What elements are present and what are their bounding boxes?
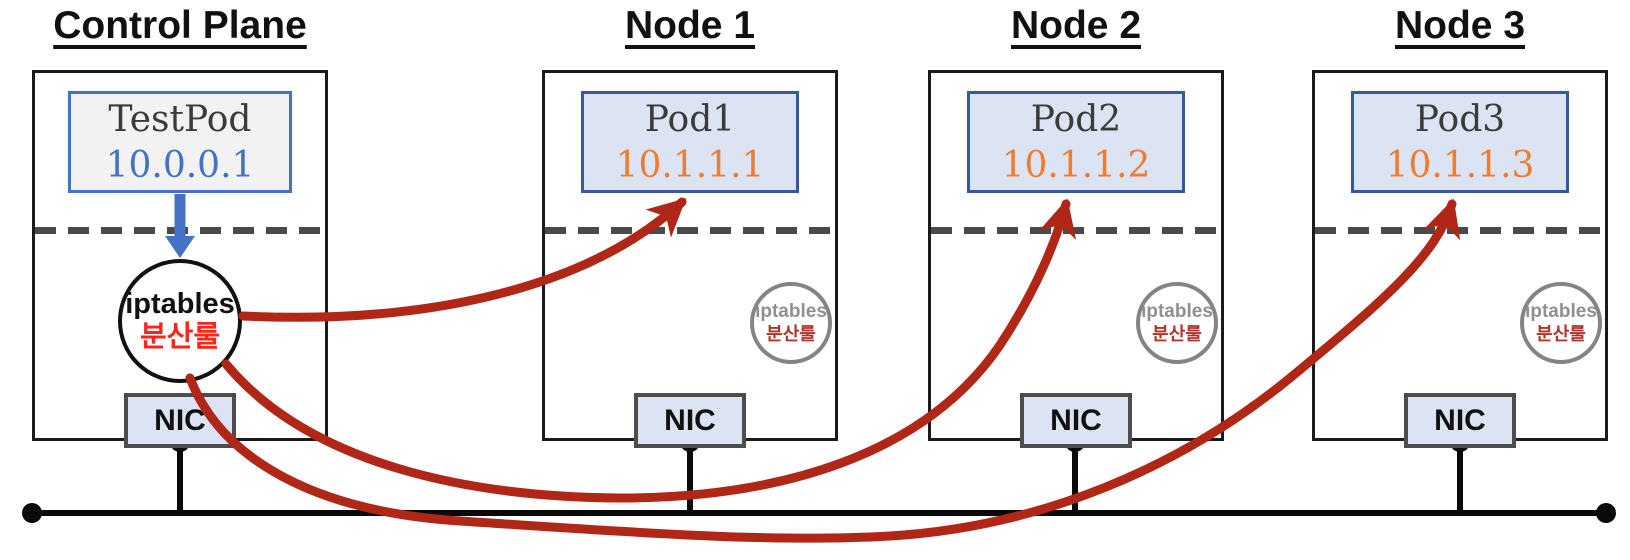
namespace-divider: [545, 227, 835, 234]
nic-box: NIC: [1404, 393, 1516, 448]
iptables-circle: iptables 분산룰: [1136, 282, 1218, 364]
pod-box-pod2: Pod2 10.1.1.2: [967, 91, 1185, 193]
namespace-divider: [1315, 227, 1605, 234]
pod-ip: 10.1.1.1: [615, 145, 765, 186]
namespace-divider: [35, 227, 325, 234]
iptables-label: iptables: [1525, 301, 1597, 322]
iptables-circle: iptables 분산룰: [750, 282, 832, 364]
bus-endpoint-right: [1596, 503, 1616, 523]
nic-box: NIC: [1020, 393, 1132, 448]
pod-ip: 10.0.0.1: [105, 145, 255, 186]
pod-ip: 10.1.1.3: [1385, 145, 1535, 186]
pod-box-pod1: Pod1 10.1.1.1: [581, 91, 799, 193]
network-bus-line: [30, 510, 1608, 516]
iptables-rule-label: 분산룰: [1536, 324, 1586, 344]
iptables-label: iptables: [1141, 301, 1213, 322]
nic-box: NIC: [124, 393, 236, 448]
iptables-label: iptables: [125, 288, 235, 320]
pod-box-pod3: Pod3 10.1.1.3: [1351, 91, 1569, 193]
node-box: Pod1 10.1.1.1 iptables 분산룰 NIC: [542, 70, 838, 448]
nic-box: NIC: [634, 393, 746, 448]
node-title: Node 3: [1394, 4, 1526, 47]
pod-name: Pod3: [1414, 99, 1506, 140]
iptables-label: iptables: [755, 301, 827, 322]
pod-ip: 10.1.1.2: [1001, 145, 1151, 186]
node-title: Node 1: [624, 4, 756, 47]
node-title: Control Plane: [53, 4, 307, 47]
pod-box-testpod: TestPod 10.0.0.1: [68, 91, 292, 193]
node-box: Pod3 10.1.1.3 iptables 분산룰 NIC: [1312, 70, 1608, 448]
bus-endpoint-left: [22, 503, 42, 523]
iptables-rule-label: 분산룰: [139, 321, 221, 353]
iptables-rule-label: 분산룰: [766, 324, 816, 344]
nic-stem: [1457, 444, 1463, 513]
node-box: Pod2 10.1.1.2 iptables 분산룰 NIC: [928, 70, 1224, 448]
nic-stem: [1072, 444, 1078, 513]
node-box: TestPod 10.0.0.1 iptables 분산룰 NIC: [32, 70, 328, 448]
pod-name: TestPod: [108, 99, 252, 140]
iptables-circle: iptables 분산룰: [118, 259, 242, 383]
nic-stem: [177, 444, 183, 513]
iptables-rule-label: 분산룰: [1152, 324, 1202, 344]
pod-name: Pod2: [1030, 99, 1122, 140]
node-title: Node 2: [1010, 4, 1142, 47]
namespace-divider: [931, 227, 1221, 234]
nic-stem: [687, 444, 693, 513]
iptables-circle: iptables 분산룰: [1520, 282, 1602, 364]
pod-name: Pod1: [644, 99, 736, 140]
